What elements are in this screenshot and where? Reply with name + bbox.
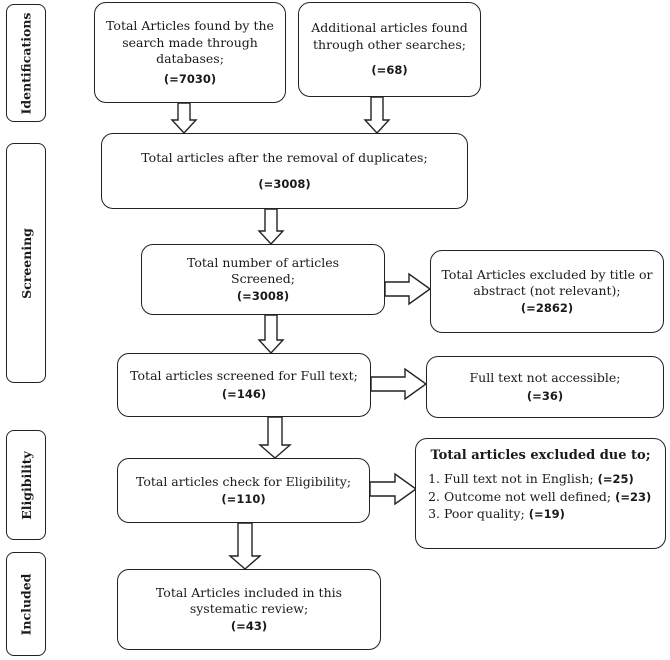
exclusions-title: Total articles excluded due to; [430, 448, 651, 463]
box-excluded-title: Total Articles excluded by title or abst… [430, 250, 664, 333]
arrow-right-1 [384, 272, 432, 306]
exclusion-item-count: (=25) [597, 472, 634, 487]
box-database-search: Total Articles found by the search made … [94, 2, 286, 103]
arrow-down-4 [257, 314, 285, 355]
box-after-duplicates: Total articles after the removal of dupl… [101, 133, 468, 209]
not-accessible-text: Full text not accessible; [469, 370, 621, 386]
included-text: Total Articles included in this systemat… [155, 584, 343, 617]
exclusions-list: Full text not in English; (=25) Outcome … [428, 470, 653, 524]
arrow-down-2 [363, 96, 391, 135]
arrow-right-3 [369, 472, 418, 506]
eligibility-check-count: (=110) [221, 492, 266, 507]
box-other-searches: Additional articles found through other … [298, 2, 481, 97]
other-searches-text: Additional articles found through other … [311, 20, 468, 52]
exclusion-item-count: (=23) [615, 489, 652, 504]
arrow-down-1 [170, 102, 198, 135]
exclusion-item: Full text not in English; (=25) [444, 471, 653, 488]
excluded-title-text: Total Articles excluded by title or abst… [441, 266, 653, 299]
exclusion-item-text: Poor quality; [444, 506, 525, 522]
not-accessible-count: (=36) [526, 388, 564, 403]
exclusion-item-text: Outcome not well defined; [444, 488, 612, 504]
arrow-right-2 [370, 367, 428, 401]
exclusion-item-count: (=19) [528, 507, 565, 522]
eligibility-check-text: Total articles check for Eligibility; [135, 473, 352, 489]
database-search-text: Total Articles found by the search made … [106, 18, 274, 67]
full-text-screened-count: (=146) [221, 386, 267, 401]
screened-count: (=3008) [236, 288, 290, 303]
box-full-text-screened: Total articles screened for Full text; (… [117, 353, 371, 417]
box-eligibility-check: Total articles check for Eligibility; (=… [117, 458, 370, 523]
screened-text: Total number of articles Screened; [186, 254, 340, 287]
arrow-down-5 [258, 416, 292, 459]
box-not-accessible: Full text not accessible; (=36) [426, 356, 664, 418]
stage-identifications: Identifications [6, 4, 46, 122]
database-search-count: (=7030) [163, 71, 217, 86]
excluded-title-count: (=2862) [520, 300, 574, 315]
box-screened: Total number of articles Screened; (=300… [141, 244, 385, 315]
other-searches-count: (=68) [371, 63, 408, 78]
exclusion-item-text: Full text not in English; [444, 471, 594, 487]
stage-eligibility: Eligibility [6, 430, 46, 540]
after-duplicates-count: (=3008) [258, 176, 311, 191]
exclusion-item: Outcome not well defined; (=23) [444, 489, 653, 506]
included-count: (=43) [230, 618, 268, 633]
exclusion-item: Poor quality; (=19) [444, 506, 653, 523]
stage-included: Included [6, 552, 46, 656]
box-included: Total Articles included in this systemat… [117, 569, 381, 650]
box-exclusions: Total articles excluded due to; Full tex… [415, 438, 666, 549]
stage-screening: Screening [6, 143, 46, 383]
after-duplicates-text: Total articles after the removal of dupl… [141, 150, 428, 166]
full-text-screened-text: Total articles screened for Full text; [130, 368, 358, 384]
arrow-down-3 [257, 208, 285, 246]
arrow-down-6 [228, 522, 262, 570]
